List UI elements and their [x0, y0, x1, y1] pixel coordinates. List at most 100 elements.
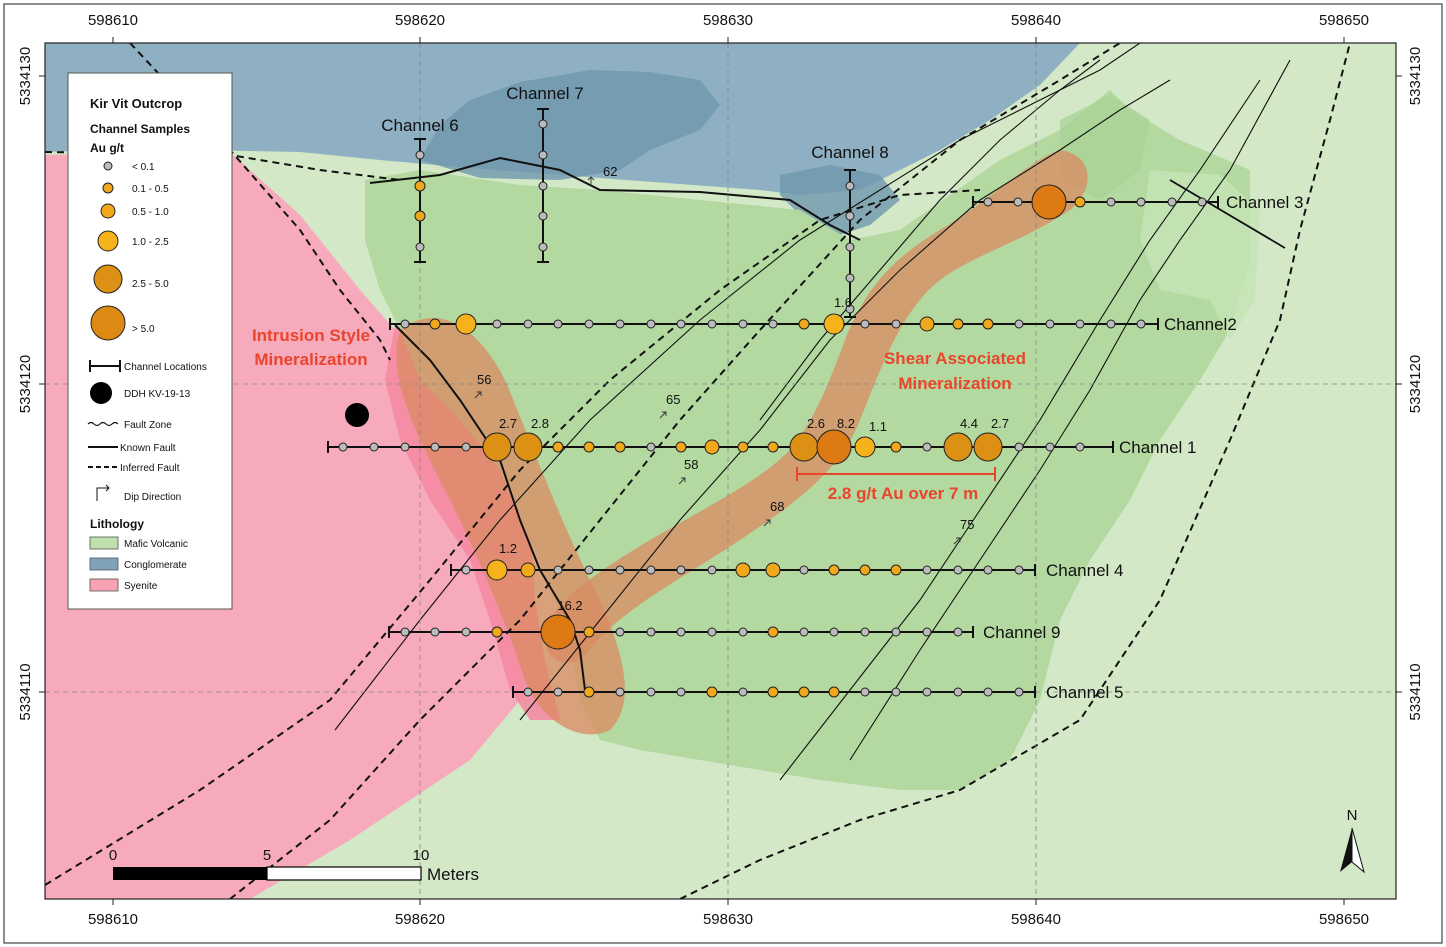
sample-point — [520, 562, 536, 578]
sample-point — [983, 197, 993, 207]
sample-point — [584, 565, 594, 575]
legend-channel-locations: Channel Locations — [124, 362, 207, 373]
legend-syenite: Syenite — [124, 581, 158, 592]
sample-point — [854, 436, 876, 458]
channel-label: Channel 8 — [811, 143, 889, 162]
fault-zone-3 — [759, 59, 1101, 421]
sample-point — [828, 686, 840, 698]
svg-text:598630: 598630 — [703, 911, 753, 928]
legend: Kir Vit Outcrop Channel Samples Au g/t <… — [67, 72, 233, 610]
faults — [45, 43, 1351, 899]
legend-unit: Au g/t — [90, 141, 124, 155]
legend-title: Kir Vit Outcrop — [90, 96, 182, 111]
assay-value-label: 2.7 — [991, 416, 1009, 431]
sample-point — [676, 319, 686, 329]
sample-point — [414, 180, 426, 192]
channel-label: Channel 9 — [983, 623, 1061, 642]
sample-point — [461, 442, 471, 452]
channel-1: Channel2 — [389, 313, 1237, 335]
sample-point — [845, 181, 855, 191]
sample-point — [538, 119, 548, 129]
svg-text:598640: 598640 — [1011, 911, 1061, 928]
assay-value-label: 4.4 — [960, 416, 978, 431]
legend-class-5: 2.5 - 5.0 — [132, 279, 169, 290]
sample-point — [369, 442, 379, 452]
legend-ddh: DDH KV-19-13 — [124, 389, 191, 400]
legend-known-fault: Known Fault — [120, 443, 176, 454]
sample-point — [400, 319, 410, 329]
sample-point — [646, 442, 656, 452]
channel-label: Channel 6 — [381, 116, 459, 135]
sample-point — [1014, 687, 1024, 697]
sample-point — [615, 687, 625, 697]
svg-text:5334110: 5334110 — [1407, 663, 1424, 720]
north-label: N — [1347, 807, 1358, 824]
sample-point — [538, 181, 548, 191]
scale-0: 0 — [109, 847, 117, 864]
dip-65: 65 — [666, 392, 680, 407]
known-fault-3 — [1169, 179, 1286, 249]
legend-fault-zone: Fault Zone — [124, 420, 172, 431]
north-arrow: N — [1340, 807, 1365, 874]
sample-point — [891, 319, 901, 329]
svg-text:5334110: 5334110 — [17, 663, 34, 720]
channel-label: Channel2 — [1164, 315, 1237, 334]
sample-point — [1136, 319, 1146, 329]
sample-point — [415, 150, 425, 160]
sample-point — [823, 313, 845, 335]
fault-zone-4 — [849, 59, 1291, 761]
sample-point — [540, 614, 576, 650]
svg-text:598640: 598640 — [1011, 12, 1061, 29]
sample-point — [400, 442, 410, 452]
sample-point — [922, 687, 932, 697]
sample-point — [1075, 442, 1085, 452]
sample-point — [552, 441, 564, 453]
sample-point — [523, 687, 533, 697]
sample-point — [513, 432, 543, 462]
sample-point — [615, 565, 625, 575]
sample-point — [890, 564, 902, 576]
sample-point — [922, 442, 932, 452]
svg-text:598620: 598620 — [395, 12, 445, 29]
legend-class-2: 0.1 - 0.5 — [132, 184, 169, 195]
assay-value-label: 2.6 — [807, 416, 825, 431]
assay-value-label: 1.6 — [834, 295, 852, 310]
sample-point — [953, 687, 963, 697]
sample-point — [919, 316, 935, 332]
sample-point — [338, 442, 348, 452]
sample-point — [1014, 319, 1024, 329]
channel-0: Channel 3 — [972, 184, 1304, 220]
assay-value-label: 1.2 — [499, 541, 517, 556]
sample-point — [737, 441, 749, 453]
scale-5: 5 — [263, 847, 271, 864]
sample-point — [922, 565, 932, 575]
channel-5: Channel 5 — [512, 683, 1124, 702]
assay-value-label: 16.2 — [557, 598, 582, 613]
sample-point — [799, 565, 809, 575]
dip-58: 58 — [684, 457, 698, 472]
sample-point — [799, 627, 809, 637]
legend-inferred-fault: Inferred Fault — [120, 463, 180, 474]
channel-4: Channel 9 — [388, 614, 1061, 650]
sample-point — [738, 687, 748, 697]
legend-class-1: < 0.1 — [132, 162, 155, 173]
highlight-label: 2.8 g/t Au over 7 m — [828, 484, 979, 503]
sample-point — [538, 150, 548, 160]
sample-point — [414, 210, 426, 222]
sample-point — [523, 319, 533, 329]
dip-75: 75 — [960, 517, 974, 532]
channel-label: Channel 5 — [1046, 683, 1124, 702]
sample-point — [767, 441, 779, 453]
drill-hole-ddh-kv-19-13 — [345, 403, 369, 427]
sample-point — [461, 627, 471, 637]
sample-point — [738, 627, 748, 637]
scale-bar: 0 5 10 Meters — [109, 847, 479, 884]
shear-zone — [544, 150, 1088, 663]
sample-point — [704, 439, 720, 455]
sample-point — [538, 211, 548, 221]
sample-point — [553, 565, 563, 575]
sample-point — [798, 686, 810, 698]
svg-text:598630: 598630 — [703, 12, 753, 29]
sample-point — [943, 432, 973, 462]
channel-label: Channel 1 — [1119, 438, 1197, 457]
